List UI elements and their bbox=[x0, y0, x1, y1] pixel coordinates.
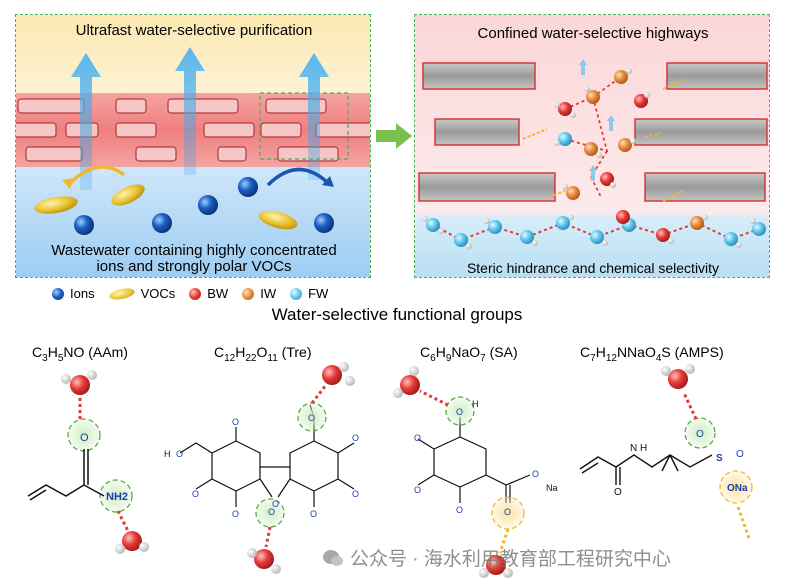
svg-text:Na: Na bbox=[546, 483, 558, 493]
svg-text:O: O bbox=[456, 407, 463, 417]
wastewater-caption-line1: Wastewater containing highly concentrate… bbox=[51, 242, 337, 259]
legend-label-fw: FW bbox=[308, 286, 329, 301]
molecular-structures: O NH2 OH O O O O O O O O O bbox=[27, 362, 753, 578]
svg-text:O: O bbox=[414, 433, 421, 443]
svg-text:O: O bbox=[268, 507, 275, 517]
svg-text:O: O bbox=[736, 449, 744, 460]
svg-text:H: H bbox=[640, 443, 647, 454]
svg-text:O: O bbox=[232, 417, 239, 427]
tre-hydroxyl-glows bbox=[255, 402, 327, 528]
zoom-region bbox=[259, 92, 349, 160]
functional-groups-title: Water-selective functional groups bbox=[271, 305, 523, 324]
svg-text:O: O bbox=[504, 507, 511, 517]
svg-text:S: S bbox=[716, 453, 723, 464]
amps-structure bbox=[579, 454, 713, 485]
sa-glows bbox=[445, 396, 525, 530]
aam-amine-label: NH2 bbox=[106, 491, 128, 503]
wastewater-caption: Wastewater containing highly concentrate… bbox=[16, 242, 370, 275]
highway-illustration bbox=[415, 15, 769, 277]
tre-water bbox=[247, 362, 355, 574]
aam-oxygen: O bbox=[80, 432, 89, 444]
highway-panel: Confined water-selective highways Steric… bbox=[414, 14, 770, 278]
svg-text:O: O bbox=[614, 487, 622, 498]
highway-title: Confined water-selective highways bbox=[477, 25, 709, 42]
svg-text:H: H bbox=[164, 449, 171, 459]
svg-text:O: O bbox=[414, 485, 421, 495]
svg-text:O: O bbox=[272, 499, 279, 509]
legend-label-vocs: VOCs bbox=[140, 286, 176, 301]
water-flow-arrows bbox=[71, 47, 329, 190]
amps-water bbox=[661, 364, 752, 542]
svg-text:O: O bbox=[352, 433, 359, 443]
svg-text:O: O bbox=[532, 469, 539, 479]
iw-legend-icon bbox=[242, 287, 255, 300]
svg-text:O: O bbox=[308, 413, 315, 423]
purification-title: Ultrafast water-selective purification bbox=[75, 22, 313, 39]
svg-text:ONa: ONa bbox=[727, 483, 748, 494]
channel-water-molecules bbox=[554, 68, 650, 224]
formula-tre: C12H22O11 (Tre) bbox=[214, 344, 312, 364]
upward-diffusion-arrows bbox=[579, 59, 615, 181]
svg-text:O: O bbox=[192, 489, 199, 499]
sa-atom-labels: O O O O O O Na H bbox=[414, 399, 558, 517]
water-chain bbox=[422, 214, 766, 249]
legend: Ions VOCs BW IW FW bbox=[52, 285, 336, 302]
formula-sa: C6H9NaO7 (SA) bbox=[420, 344, 518, 364]
tre-atom-labels: OH O O O O O O O O O bbox=[164, 413, 359, 519]
legend-label-iw: IW bbox=[260, 286, 277, 301]
formula-amps: C7H12NNaO4S (AMPS) bbox=[580, 344, 724, 364]
amps-glows bbox=[684, 417, 753, 504]
tre-structure bbox=[179, 404, 355, 507]
svg-text:N: N bbox=[630, 443, 637, 454]
sa-structure bbox=[417, 417, 531, 503]
vocs-legend-icon bbox=[107, 285, 136, 302]
ions-legend-icon bbox=[52, 287, 64, 300]
purification-panel: Ultrafast water-selective purification W… bbox=[15, 14, 371, 278]
amps-atom-labels: O N H S O O ONa bbox=[614, 429, 748, 498]
aam-structure: O NH2 bbox=[27, 370, 149, 554]
watermark-text: 公众号 · 海水利用教育部工程研究中心 bbox=[350, 549, 671, 570]
bw-legend-icon bbox=[189, 287, 202, 300]
svg-text:O: O bbox=[352, 489, 359, 499]
transition-arrow bbox=[376, 123, 412, 149]
watermark: 公众号 · 海水利用教育部工程研究中心 bbox=[322, 544, 671, 571]
formula-aam: C3H5NO (AAm) bbox=[32, 344, 128, 364]
selectivity-caption: Steric hindrance and chemical selectivit… bbox=[466, 260, 720, 276]
voc-rejection-arrow bbox=[66, 165, 126, 187]
sa-water bbox=[393, 366, 513, 578]
wechat-icon bbox=[323, 549, 343, 566]
legend-label-ions: Ions bbox=[70, 286, 95, 301]
svg-text:O: O bbox=[232, 509, 239, 519]
legend-label-bw: BW bbox=[207, 286, 229, 301]
voc-particles bbox=[34, 184, 298, 230]
svg-text:O: O bbox=[310, 509, 317, 519]
ion-rejection-arrow bbox=[266, 167, 330, 187]
svg-text:O: O bbox=[456, 505, 463, 515]
svg-text:O: O bbox=[696, 429, 704, 440]
purification-illustration bbox=[16, 15, 370, 277]
ion-particles bbox=[74, 177, 334, 235]
hopping-arrows bbox=[522, 78, 686, 202]
fw-legend-icon bbox=[290, 287, 303, 300]
svg-text:O: O bbox=[176, 449, 183, 459]
graphene-slabs bbox=[418, 62, 768, 202]
svg-text:H: H bbox=[472, 399, 479, 409]
wastewater-caption-line2: ions and strongly polar VOCs bbox=[96, 258, 292, 275]
